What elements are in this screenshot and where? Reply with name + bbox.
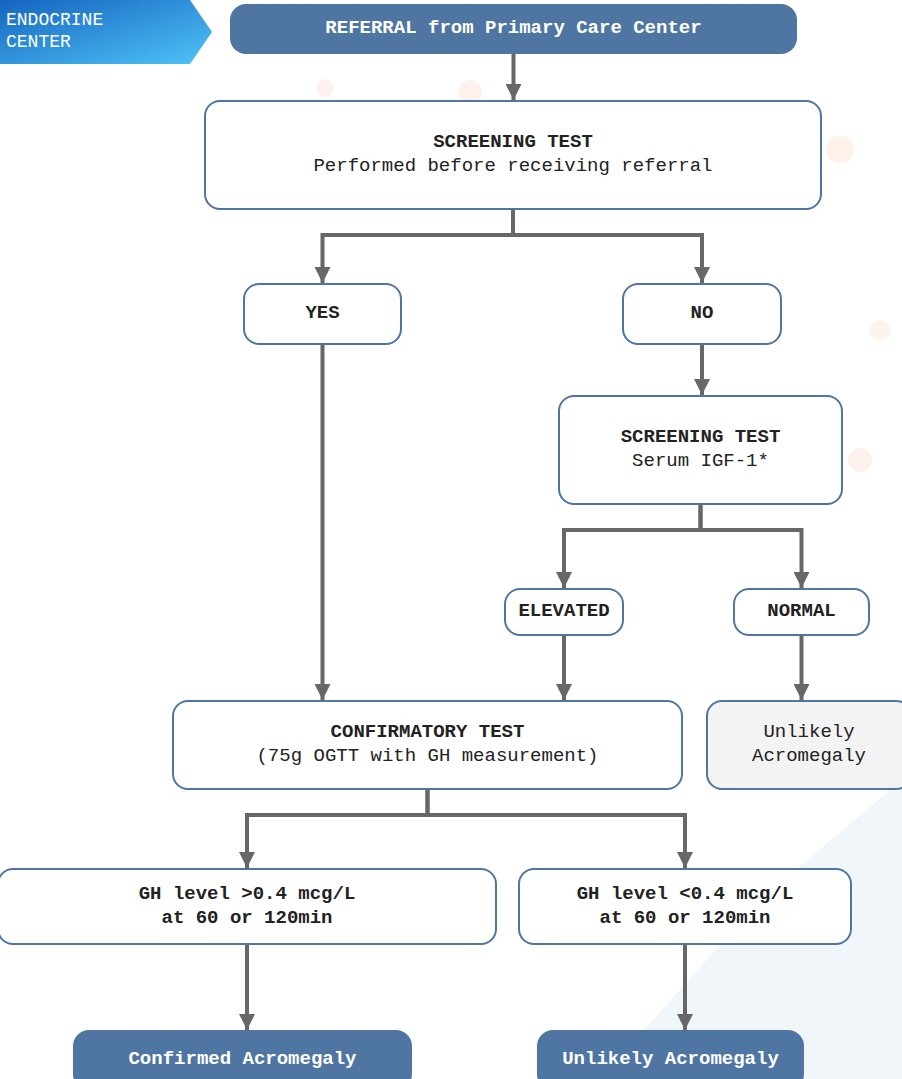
result-chip: ELEVATED bbox=[504, 588, 623, 636]
header-tab: ENDOCRINE CENTER bbox=[0, 0, 212, 64]
answer-chip: NO bbox=[622, 283, 782, 345]
flow-arrow bbox=[800, 636, 804, 700]
node-heading: GH level <0.4 mcg/L at 60 or 120min bbox=[565, 883, 805, 931]
result-box: GH level >0.4 mcg/L at 60 or 120min bbox=[0, 868, 497, 945]
result-chip: NORMAL bbox=[733, 588, 870, 636]
node-heading: Unlikely Acromegaly bbox=[562, 1048, 779, 1072]
referral-pill: REFERRAL from Primary Care Center bbox=[230, 4, 797, 54]
node-heading: ENDOCRINE CENTER bbox=[6, 10, 136, 53]
node-heading: REFERRAL from Primary Care Center bbox=[325, 17, 701, 41]
flow-arrow bbox=[512, 54, 516, 100]
node-body: (75g OGTT with GH measurement) bbox=[256, 745, 598, 769]
outcome-box: Unlikely Acromegaly bbox=[706, 700, 902, 790]
flow-arrow bbox=[562, 636, 566, 700]
answer-chip: YES bbox=[243, 283, 402, 345]
flow-arrow bbox=[701, 505, 802, 588]
node-heading: NO bbox=[691, 302, 714, 326]
screening-box: SCREENING TESTSerum IGF-1* bbox=[558, 395, 843, 505]
node-heading: Confirmed Acromegaly bbox=[128, 1048, 356, 1072]
flow-arrow bbox=[564, 505, 701, 588]
node-heading: NORMAL bbox=[767, 600, 835, 624]
result-box: GH level <0.4 mcg/L at 60 or 120min bbox=[518, 868, 852, 945]
outcome-pill: Unlikely Acromegaly bbox=[537, 1030, 804, 1079]
flow-arrow bbox=[683, 945, 687, 1030]
node-heading: YES bbox=[305, 302, 339, 326]
flow-arrow bbox=[428, 790, 686, 868]
node-body: Serum IGF-1* bbox=[632, 450, 769, 474]
node-body: Performed before receiving referral bbox=[313, 155, 712, 179]
confirmatory-box: CONFIRMATORY TEST(75g OGTT with GH measu… bbox=[172, 700, 683, 790]
node-heading: SCREENING TEST bbox=[621, 426, 781, 450]
flow-arrow bbox=[321, 345, 325, 700]
flow-arrow bbox=[247, 790, 428, 868]
flow-arrow bbox=[245, 945, 249, 1030]
tab-outline bbox=[0, 0, 212, 64]
outcome-pill: Confirmed Acromegaly bbox=[73, 1030, 412, 1079]
screening-box: SCREENING TESTPerformed before receiving… bbox=[204, 100, 822, 210]
flow-arrow bbox=[700, 345, 704, 395]
node-heading: CONFIRMATORY TEST bbox=[331, 721, 525, 745]
node-heading: Unlikely Acromegaly bbox=[708, 721, 902, 769]
node-heading: GH level >0.4 mcg/L at 60 or 120min bbox=[127, 883, 367, 931]
flow-arrow bbox=[323, 210, 514, 283]
node-heading: SCREENING TEST bbox=[433, 131, 593, 155]
node-heading: ELEVATED bbox=[518, 600, 609, 624]
flow-arrow bbox=[513, 210, 702, 283]
